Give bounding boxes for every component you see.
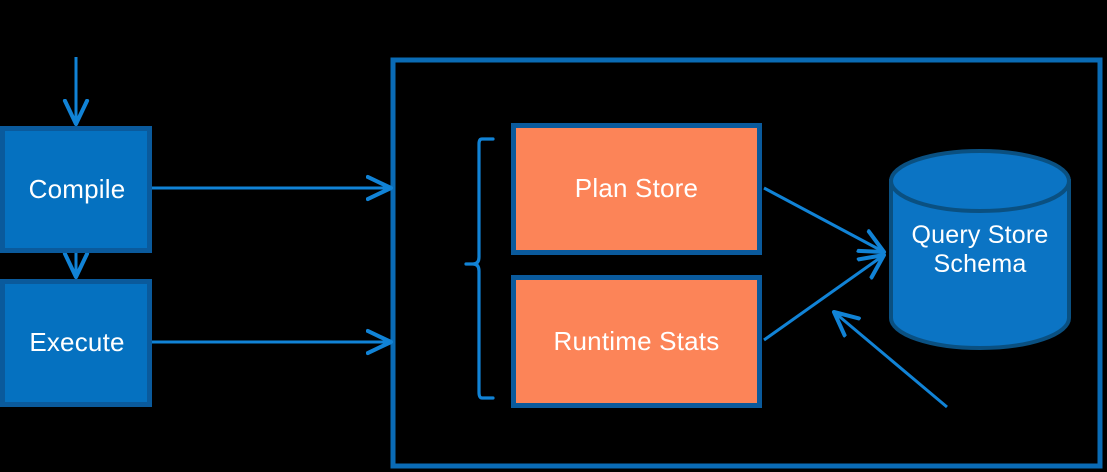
connector-runtime-stats-to-schema: [763, 255, 884, 342]
cylinder-body: [889, 179, 1071, 350]
store-group-bracket: [464, 137, 495, 400]
compile-rect[interactable]: [0, 126, 152, 253]
execute-rect[interactable]: [0, 279, 152, 407]
query-store-schema-cylinder[interactable]: [889, 149, 1071, 350]
cylinder-top: [889, 149, 1071, 213]
plan-store-rect[interactable]: [511, 123, 762, 255]
connector-external-to-schema: [834, 312, 948, 409]
query-store-boundary-rect: [390, 57, 1103, 469]
runtime-stats-rect[interactable]: [511, 275, 762, 408]
connector-plan-store-to-schema: [763, 186, 884, 252]
